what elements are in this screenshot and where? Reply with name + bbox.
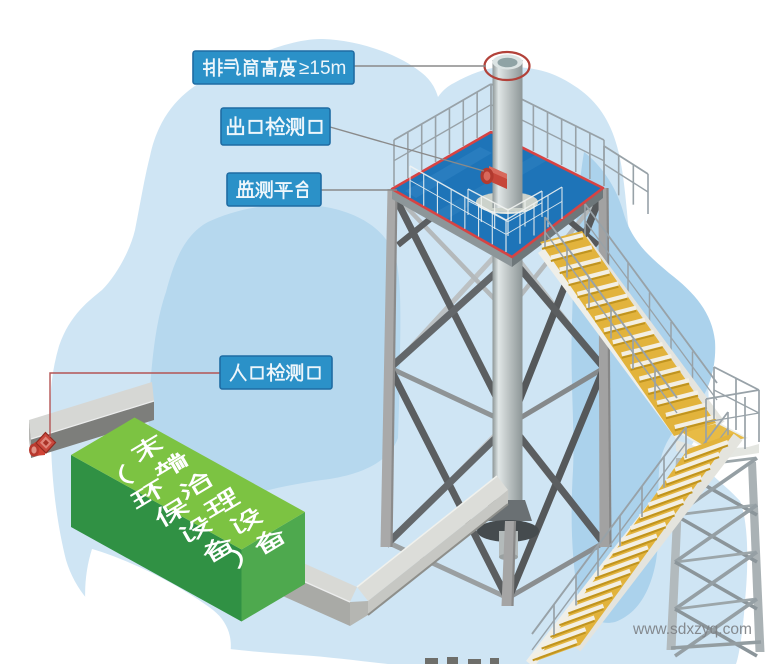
svg-text:www.sdxzyq.com: www.sdxzyq.com: [632, 621, 752, 638]
svg-text:≥15m: ≥15m: [299, 58, 346, 79]
